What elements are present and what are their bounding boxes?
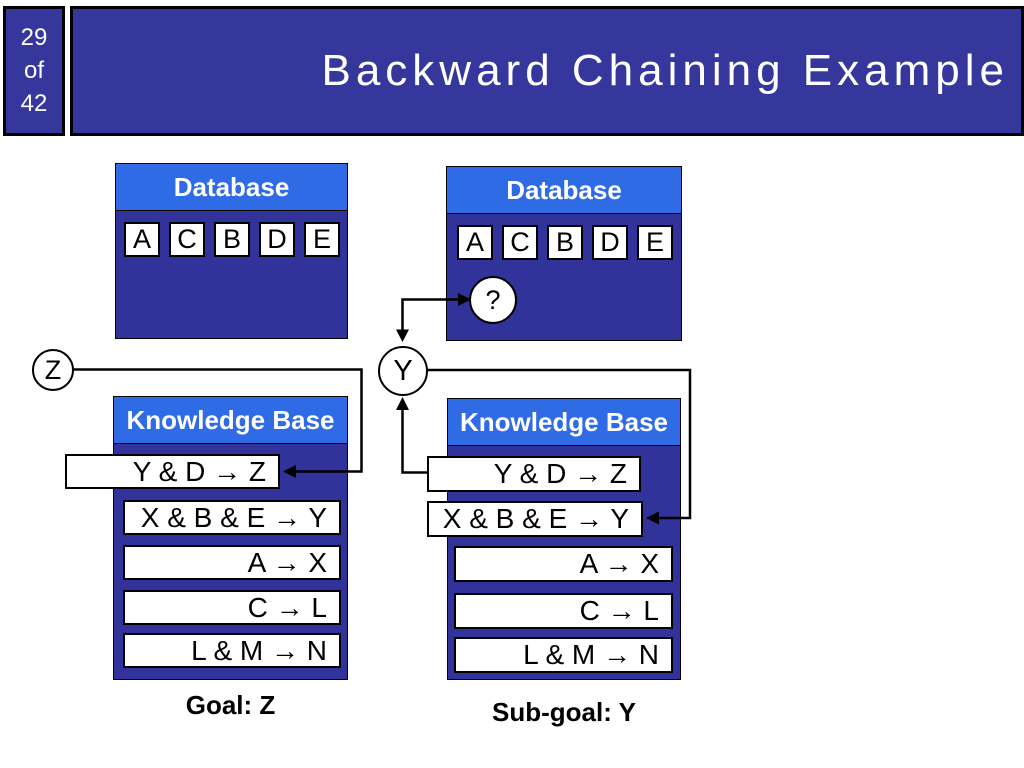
- subgoal-circle: Y: [378, 346, 428, 396]
- rule-box-highlighted: X & B & E → Y: [427, 501, 643, 537]
- query-circle: ?: [469, 276, 517, 324]
- title-bar: Backward Chaining Example: [70, 6, 1024, 136]
- page-number-box: 29 of 42: [3, 6, 65, 136]
- database-header-right: Database: [447, 167, 681, 214]
- rule-box: C → L: [123, 590, 341, 625]
- fact-cell: C: [502, 225, 538, 260]
- fact-cell: E: [304, 222, 340, 257]
- knowledge-base-panel-right: Knowledge Base A → X C → L L & M → N: [447, 398, 681, 680]
- slide-title: Backward Chaining Example: [321, 46, 1009, 95]
- facts-row-left: A C B D E: [116, 222, 347, 257]
- fact-cell: A: [124, 222, 160, 257]
- rule-box: A → X: [123, 545, 341, 580]
- rule-box: X & B & E → Y: [123, 500, 341, 535]
- knowledge-base-header-left: Knowledge Base: [114, 397, 347, 444]
- rule-box-highlighted: Y & D → Z: [427, 456, 641, 492]
- rule-box: L & M → N: [454, 637, 673, 673]
- rule-box: C → L: [454, 593, 673, 629]
- fact-cell: C: [169, 222, 205, 257]
- fact-cell: D: [259, 222, 295, 257]
- fact-cell: A: [457, 225, 493, 260]
- subgoal-caption: Sub-goal: Y: [492, 697, 636, 727]
- page-number-of-label: of: [23, 57, 44, 84]
- fact-cell: E: [637, 225, 673, 260]
- goal-circle: Z: [32, 349, 74, 391]
- rule-box: L & M → N: [123, 633, 341, 668]
- rule-box-highlighted: Y & D → Z: [65, 454, 280, 489]
- goal-caption: Goal: Z: [185, 690, 276, 720]
- knowledge-base-panel-left: Knowledge Base X & B & E → Y A → X C → L…: [113, 396, 348, 680]
- fact-cell: B: [547, 225, 583, 260]
- rule-box: A → X: [454, 546, 673, 582]
- database-panel-left: Database A C B D E: [115, 163, 348, 339]
- fact-cell: D: [592, 225, 628, 260]
- page-number-current: 29: [20, 24, 48, 51]
- page-number-total: 42: [20, 90, 48, 117]
- knowledge-base-header-right: Knowledge Base: [448, 399, 680, 446]
- database-header-left: Database: [116, 164, 347, 211]
- arrow-rule1-to-subgoal-y: [396, 397, 427, 474]
- fact-cell: B: [214, 222, 250, 257]
- facts-row-right: A C B D E: [447, 225, 681, 260]
